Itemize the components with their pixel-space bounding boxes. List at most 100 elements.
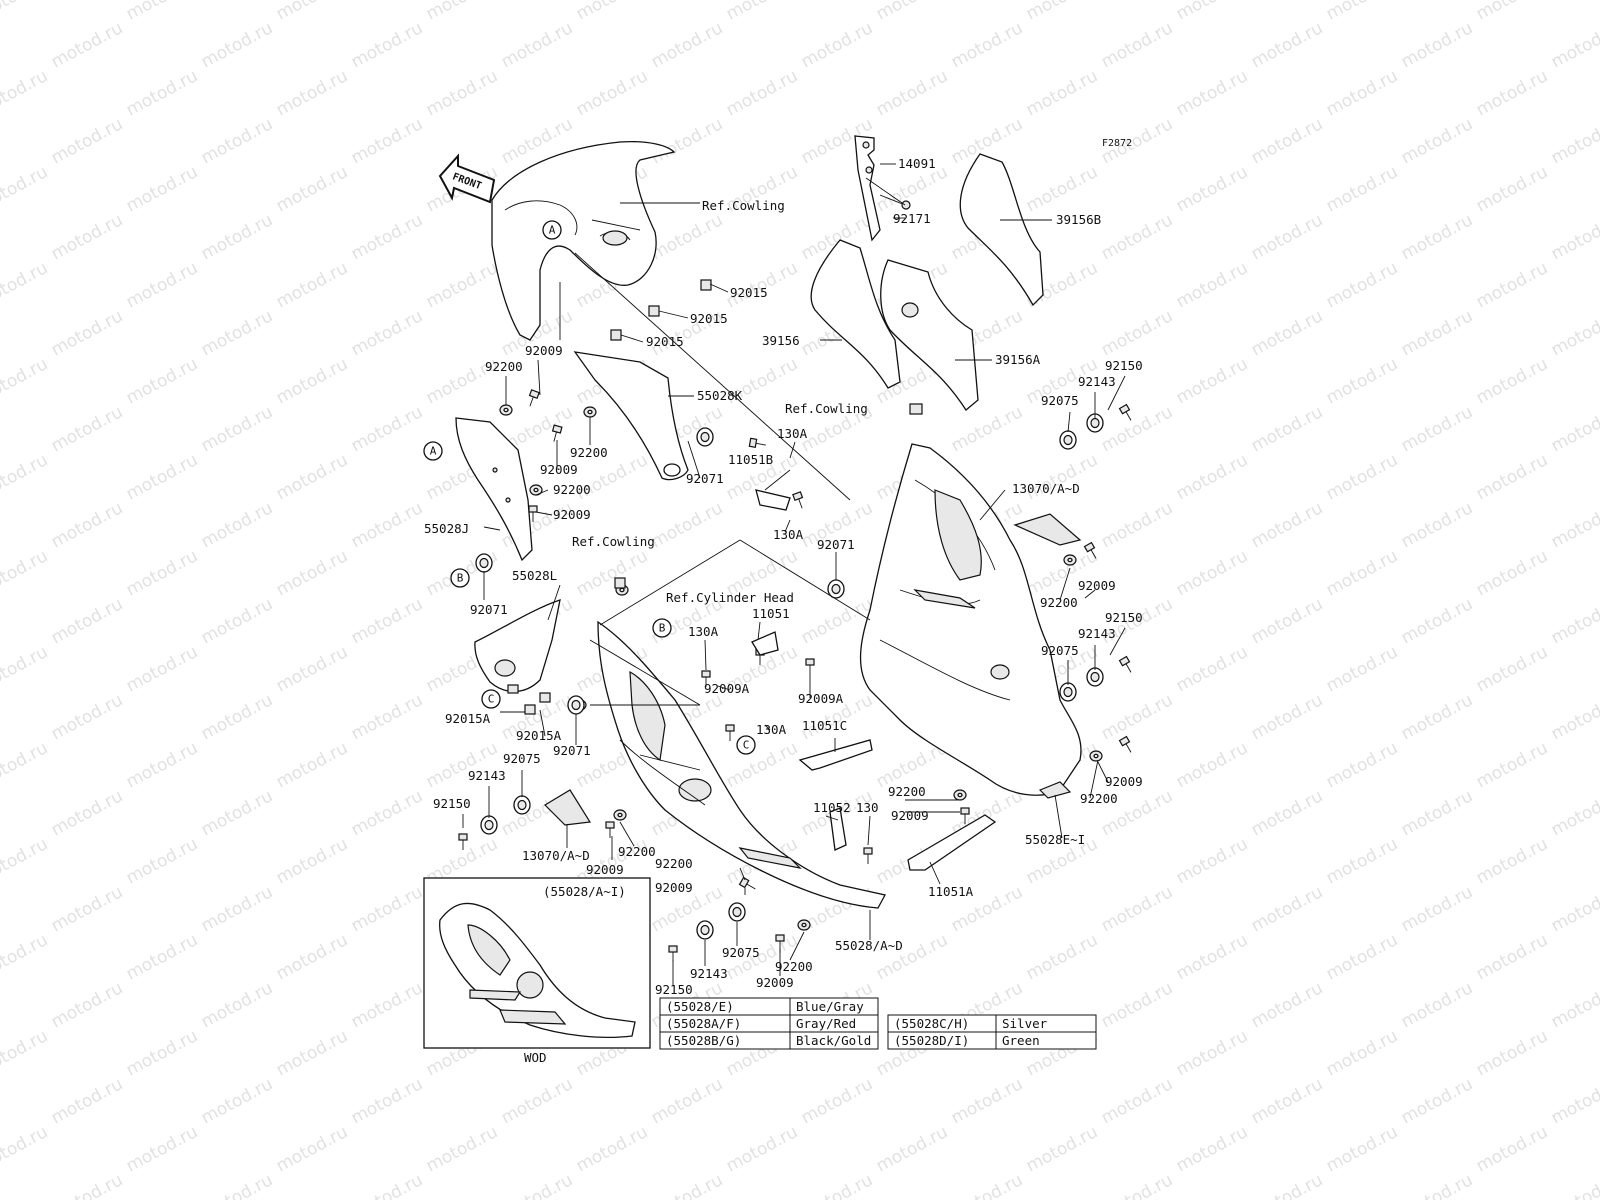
part-label: 39156A — [995, 352, 1041, 367]
watermark-text: motod.ru — [648, 498, 726, 552]
watermark-text: motod.ru — [1323, 834, 1401, 888]
part-label: 130A — [688, 624, 719, 639]
leader-line — [1107, 375, 1126, 411]
watermark-text: motod.ru — [423, 738, 501, 792]
watermark-text: motod.ru — [1173, 546, 1251, 600]
ref-cowling-top: Ref.Cowling — [702, 198, 785, 213]
part-label: 92009 — [756, 975, 794, 990]
watermark-text: motod.ru — [1548, 690, 1600, 744]
watermark-text: motod.ru — [48, 978, 126, 1032]
watermark-text: motod.ru — [1548, 882, 1600, 936]
ref-cowling-left: Ref.Cowling — [572, 534, 655, 549]
watermark-text: motod.ru — [1548, 1074, 1600, 1128]
panel-39156a — [880, 259, 979, 411]
watermark-text: motod.ru — [423, 258, 501, 312]
leader-line — [709, 283, 729, 293]
clip-nut-icon — [610, 279, 712, 341]
part-label: 11051C — [802, 718, 847, 733]
part-label: 92200 — [775, 959, 813, 974]
ref-cowling-mid: Ref.Cowling — [785, 401, 868, 416]
watermark-text: motod.ru — [1323, 258, 1401, 312]
leader-line — [535, 511, 553, 516]
table-row-code: (55028A/F) — [666, 1016, 741, 1031]
watermark-text: motod.ru — [1173, 450, 1251, 504]
watermark-text: motod.ru — [198, 690, 276, 744]
watermark-text: motod.ru — [348, 306, 426, 360]
part-label: 92015 — [730, 285, 768, 300]
watermark-text: motod.ru — [273, 930, 351, 984]
part-label: 92009 — [1078, 578, 1116, 593]
watermark-text: motod.ru — [1023, 66, 1101, 120]
leader-line — [620, 334, 644, 343]
table-cell — [789, 1031, 879, 1050]
table-row-code: (55028D/I) — [894, 1033, 969, 1048]
part-label: 92009 — [586, 862, 624, 877]
watermark-text: motod.ru — [123, 834, 201, 888]
watermark-text: motod.ru — [573, 66, 651, 120]
watermark-text: motod.ru — [123, 642, 201, 696]
part-label: 92071 — [470, 602, 508, 617]
svg-text:A: A — [549, 224, 556, 237]
part-label: 55028K — [697, 388, 743, 403]
watermark-text: motod.ru — [1098, 402, 1176, 456]
bolt-icon — [1118, 735, 1132, 753]
leader-line — [764, 469, 791, 491]
watermark-text: motod.ru — [48, 690, 126, 744]
bolt-icon — [551, 424, 563, 442]
watermark-text: motod.ru — [1173, 162, 1251, 216]
watermark-text: motod.ru — [1248, 402, 1326, 456]
fasteners-layer — [458, 389, 1132, 962]
part-label: 92071 — [553, 743, 591, 758]
watermark-text: motod.ru — [1098, 1074, 1176, 1128]
watermark-text: motod.ru — [1173, 1026, 1251, 1080]
watermark-text: motod.ru — [123, 1122, 201, 1176]
watermark-text: motod.ru — [0, 450, 51, 504]
watermark-text: motod.ru — [0, 162, 51, 216]
watermark-text: motod.ru — [0, 546, 51, 600]
watermark-text: motod.ru — [1248, 690, 1326, 744]
callout-a-top: A — [542, 220, 562, 240]
bolt-icon — [792, 491, 804, 509]
watermark-text: motod.ru — [1398, 498, 1476, 552]
bolt-icon — [1083, 541, 1097, 559]
watermark-text: motod.ru — [198, 594, 276, 648]
watermark-text: motod.ru — [348, 594, 426, 648]
part-label: 92009A — [798, 691, 844, 706]
part-label: 92009 — [540, 462, 578, 477]
watermark-text: motod.ru — [1323, 0, 1401, 24]
watermark-text: motod.ru — [1173, 930, 1251, 984]
color-table-right: (55028C/H)Silver(55028D/I)Green — [887, 1014, 1097, 1050]
ref-cylinder-head: Ref.Cylinder Head — [666, 590, 794, 605]
part-label: 92200 — [553, 482, 591, 497]
leader-line — [619, 821, 635, 847]
clip-nut-icon — [539, 692, 551, 703]
watermark-text: motod.ru — [1098, 690, 1176, 744]
part-label: 92071 — [817, 537, 855, 552]
leader-line — [717, 685, 731, 691]
watermark-text: motod.ru — [1173, 738, 1251, 792]
watermark-text: motod.ru — [198, 306, 276, 360]
watermark-text: motod.ru — [1548, 786, 1600, 840]
watermark-text: motod.ru — [573, 0, 651, 24]
watermark-text: motod.ru — [1173, 834, 1251, 888]
watermark-text: motod.ru — [273, 834, 351, 888]
watermark-text: motod.ru — [423, 1122, 501, 1176]
watermark-text: motod.ru — [1323, 546, 1401, 600]
watermark-text: motod.ru — [273, 0, 351, 24]
watermark-text: motod.ru — [573, 546, 651, 600]
watermark-text: motod.ru — [1548, 210, 1600, 264]
leader-line — [687, 440, 701, 479]
bolt-icon — [960, 807, 970, 824]
watermark-text: motod.ru — [198, 210, 276, 264]
watermark-text: motod.ru — [1548, 402, 1600, 456]
leader-line — [1067, 411, 1071, 433]
leader-line — [537, 359, 541, 396]
bracket-11051c — [798, 739, 873, 771]
leader-line — [1097, 761, 1109, 783]
bolt-icon — [701, 670, 711, 687]
part-label: 92171 — [893, 211, 931, 226]
watermark-text: motod.ru — [1398, 690, 1476, 744]
part-label: 92009 — [655, 880, 693, 895]
panel-39156 — [810, 239, 901, 389]
part-label: 39156B — [1056, 212, 1101, 227]
